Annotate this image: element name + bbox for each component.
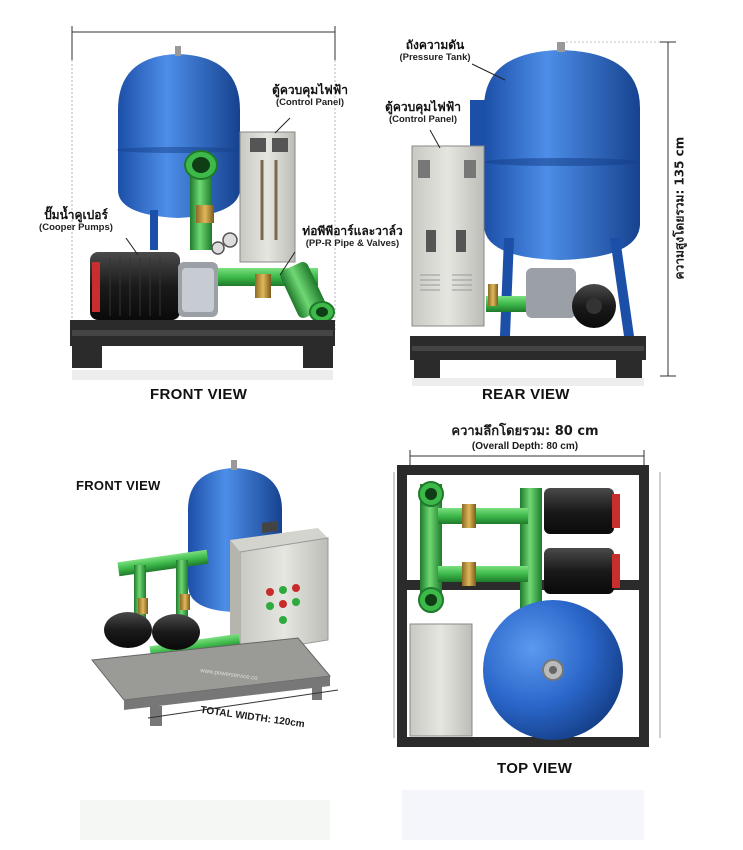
pressure-tank-callout: ถังความดัน (Pressure Tank) xyxy=(390,38,480,63)
overall-height-label: ความสูงโดยรวม: 135 cm xyxy=(672,136,687,280)
overall-depth-callout: ความลึกโดยรวม: 80 cm (Overall Depth: 80 … xyxy=(420,420,630,452)
pressure-tank-en: (Pressure Tank) xyxy=(399,52,471,63)
control-panel-front-en: (Control Panel) xyxy=(275,97,345,108)
ppr-pipe-th: ท่อพีพีอาร์และวาล์ว xyxy=(302,224,403,238)
rear-view-illustration xyxy=(410,41,676,386)
top-view-illustration xyxy=(393,450,661,840)
control-panel-rear-en: (Control Panel) xyxy=(388,114,458,125)
overall-depth-en: (Overall Depth: 80 cm) xyxy=(471,441,579,452)
rear-view-leaders xyxy=(429,63,506,149)
cooper-pumps-callout: ปั๊มน้ำคูเปอร์ (Cooper Pumps) xyxy=(26,208,126,233)
ppr-pipe-en: (PP-R Pipe & Valves) xyxy=(305,238,400,249)
top-view-title: TOP VIEW xyxy=(497,760,573,777)
rear-view-title: REAR VIEW xyxy=(482,386,570,403)
reflection xyxy=(80,800,330,840)
front-view-illustration xyxy=(70,26,336,380)
pressure-tank-th: ถังความดัน xyxy=(405,38,465,52)
control-panel-front-callout: ตู้ควบคุมไฟฟ้า (Control Panel) xyxy=(255,83,365,108)
cooper-pumps-th: ปั๊มน้ำคูเปอร์ xyxy=(44,208,108,222)
cooper-pumps-en: (Cooper Pumps) xyxy=(39,222,113,233)
front-view-title: FRONT VIEW xyxy=(150,386,248,403)
front-iso-title: FRONT VIEW xyxy=(76,478,161,493)
control-panel-buttons xyxy=(266,584,300,624)
front-iso-illustration xyxy=(91,460,339,726)
overall-depth-th: ความลึกโดยรวม: 80 cm xyxy=(451,424,599,439)
ppr-pipe-callout: ท่อพีพีอาร์และวาล์ว (PP-R Pipe & Valves) xyxy=(290,224,415,249)
front-view-leaders xyxy=(125,117,296,276)
control-panel-front-th: ตู้ควบคุมไฟฟ้า xyxy=(272,83,348,97)
control-panel-rear-th: ตู้ควบคุมไฟฟ้า xyxy=(385,100,461,114)
control-panel-rear-callout: ตู้ควบคุมไฟฟ้า (Control Panel) xyxy=(373,100,473,125)
